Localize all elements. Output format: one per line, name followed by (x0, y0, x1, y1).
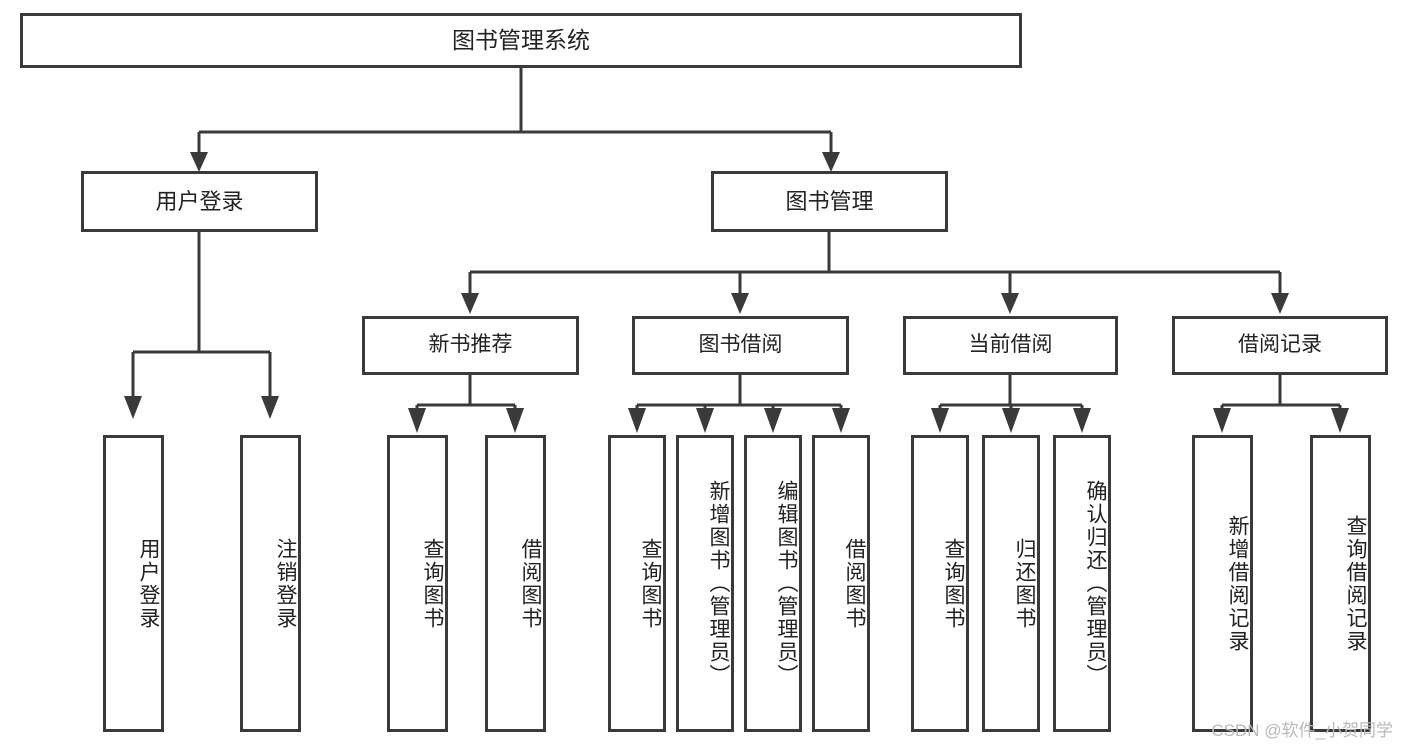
node-root-label: 图书管理系统 (452, 27, 590, 54)
node-book-borrow-label: 图书借阅 (698, 333, 783, 357)
node-leaf-query-book-2[interactable]: 查询图书 (608, 435, 666, 732)
node-root[interactable]: 图书管理系统 (20, 13, 1022, 68)
connector-newbookrec-to-leaves (408, 375, 524, 433)
connector-bookmanage-to-level3 (461, 232, 1289, 314)
node-leaf-add-record-label: 新增借阅记录 (1226, 514, 1249, 653)
node-new-book-rec-label: 新书推荐 (428, 333, 513, 357)
node-leaf-query-book-1-label: 查询图书 (421, 537, 444, 630)
node-leaf-user-login-label: 用户登录 (137, 537, 160, 630)
node-leaf-query-record-label: 查询借阅记录 (1344, 514, 1367, 653)
node-leaf-edit-book-label: 编辑图书（管理员） (775, 480, 798, 687)
node-leaf-borrow-book-1-label: 借阅图书 (519, 537, 542, 630)
connector-root-to-level2 (190, 68, 840, 172)
node-user-login[interactable]: 用户登录 (81, 171, 318, 232)
node-leaf-borrow-book-1[interactable]: 借阅图书 (485, 435, 546, 732)
node-leaf-query-record[interactable]: 查询借阅记录 (1310, 435, 1371, 732)
node-book-borrow[interactable]: 图书借阅 (632, 316, 849, 375)
node-book-manage[interactable]: 图书管理 (711, 171, 948, 232)
node-leaf-add-book[interactable]: 新增图书（管理员） (676, 435, 734, 732)
connector-currentborrow-to-leaves (931, 375, 1091, 433)
node-borrow-record-label: 借阅记录 (1238, 333, 1322, 357)
node-leaf-confirm-return-label: 确认归还（管理员） (1084, 480, 1107, 687)
node-leaf-return-book-label: 归还图书 (1013, 537, 1036, 630)
node-leaf-query-book-3-label: 查询图书 (942, 537, 965, 630)
node-leaf-borrow-book-2[interactable]: 借阅图书 (812, 435, 870, 732)
node-leaf-edit-book[interactable]: 编辑图书（管理员） (744, 435, 802, 732)
node-leaf-query-book-2-label: 查询图书 (639, 537, 662, 630)
node-borrow-record[interactable]: 借阅记录 (1172, 316, 1388, 375)
node-leaf-return-book[interactable]: 归还图书 (982, 435, 1040, 732)
node-leaf-confirm-return[interactable]: 确认归还（管理员） (1053, 435, 1111, 732)
node-user-login-label: 用户登录 (155, 188, 244, 214)
node-leaf-user-logout-label: 注销登录 (274, 537, 297, 630)
connector-borrowrecord-to-leaves (1213, 375, 1349, 433)
node-current-borrow[interactable]: 当前借阅 (903, 316, 1118, 375)
node-book-manage-label: 图书管理 (785, 188, 874, 214)
node-leaf-query-book-3[interactable]: 查询图书 (911, 435, 969, 732)
node-leaf-user-logout[interactable]: 注销登录 (240, 435, 301, 732)
node-leaf-borrow-book-2-label: 借阅图书 (843, 537, 866, 630)
node-leaf-add-record[interactable]: 新增借阅记录 (1192, 435, 1253, 732)
connector-userlogin-to-leaves (124, 232, 279, 419)
node-leaf-user-login[interactable]: 用户登录 (103, 435, 164, 732)
node-leaf-query-book-1[interactable]: 查询图书 (387, 435, 448, 732)
csdn-watermark: CSDN @软件_小贺同学 (1211, 721, 1393, 740)
node-current-borrow-label: 当前借阅 (968, 333, 1053, 357)
connector-bookborrow-to-leaves (628, 375, 850, 433)
node-leaf-add-book-label: 新增图书（管理员） (707, 480, 730, 687)
node-new-book-rec[interactable]: 新书推荐 (362, 316, 579, 375)
